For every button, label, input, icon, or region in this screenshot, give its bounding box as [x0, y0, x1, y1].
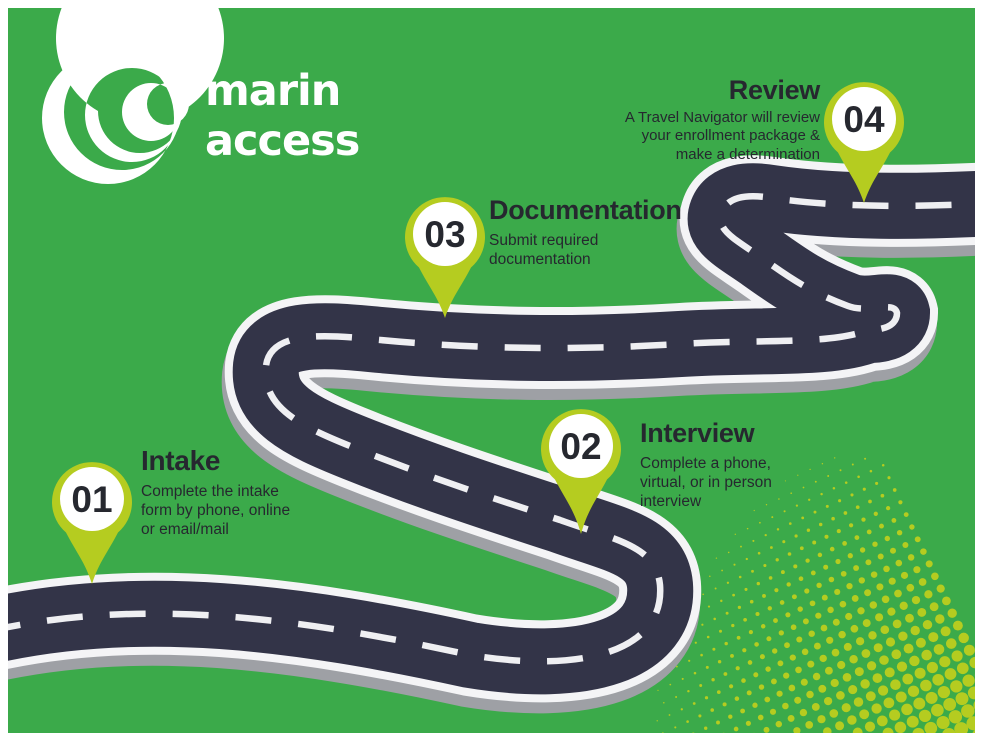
step-title: Intake [141, 445, 221, 476]
pin-number: 04 [843, 99, 885, 140]
brand-name: marin access [205, 66, 360, 166]
brand-name-line1: marin [205, 66, 341, 116]
step-documentation: Documentation Submit required documentat… [489, 195, 682, 269]
location-pins: 01 02 03 04 [52, 82, 904, 584]
step-description: Submit required documentation [489, 231, 599, 268]
pin-02: 02 [541, 409, 621, 534]
pin-04: 04 [824, 82, 904, 203]
step-description: A Travel Navigator will review your enro… [624, 108, 820, 163]
step-intake: Intake Complete the intake form by phone… [141, 445, 291, 539]
pin-number: 03 [424, 214, 465, 255]
crescent-moons-icon [42, 0, 224, 184]
step-title: Documentation [489, 195, 682, 225]
step-description: Complete a phone, virtual, or in person … [640, 454, 772, 510]
brand-name-line2: access [205, 116, 360, 166]
pin-01: 01 [52, 462, 132, 584]
step-description: Complete the intake form by phone, onlin… [141, 482, 291, 538]
pin-number: 02 [560, 426, 601, 467]
pin-number: 01 [71, 479, 112, 520]
step-review: Review A Travel Navigator will review yo… [624, 75, 821, 164]
step-title: Review [728, 75, 821, 105]
step-interview: Interview Complete a phone, virtual, or … [640, 418, 772, 511]
step-title: Interview [640, 418, 755, 448]
halftone-dots-pattern [656, 457, 975, 733]
pin-03: 03 [405, 197, 485, 318]
brand-logo: marin access [0, 0, 420, 220]
